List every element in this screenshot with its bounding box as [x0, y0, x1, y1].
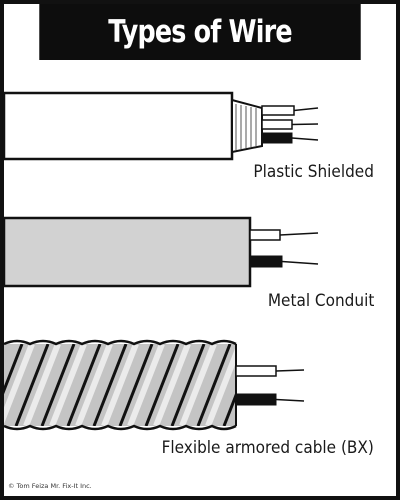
copyright-notice: © Tom Feiza Mr. Fix-It Inc. — [8, 482, 92, 490]
plastic-shielded-cable — [2, 91, 319, 161]
bare-conductor — [275, 398, 305, 402]
black-wire — [261, 132, 293, 144]
white-wire — [249, 229, 281, 241]
armor-spiral — [4, 344, 236, 426]
bare-conductor — [293, 107, 319, 112]
black-wire — [235, 393, 277, 406]
bare-conductor — [291, 137, 319, 141]
bare-conductor — [279, 232, 319, 236]
plastic-jacket — [2, 91, 234, 161]
white-wire — [235, 365, 277, 377]
armored-cable — [3, 339, 305, 431]
label-plastic-shielded: Plastic Shielded — [253, 162, 374, 182]
bare-conductor — [291, 123, 319, 126]
metal-conduit-cable — [2, 216, 319, 288]
white-wire — [261, 119, 293, 130]
metal-conduit-tube — [2, 216, 252, 288]
bare-conductor — [281, 260, 319, 265]
label-flexible-armored-cable: Flexible armored cable (BX) — [161, 438, 374, 458]
inner-sheath — [231, 98, 263, 154]
label-metal-conduit: Metal Conduit — [267, 291, 374, 311]
black-wire — [249, 255, 283, 268]
white-wire — [261, 105, 295, 116]
bare-conductor — [275, 369, 305, 372]
page-title: Types of Wire — [39, 4, 361, 60]
